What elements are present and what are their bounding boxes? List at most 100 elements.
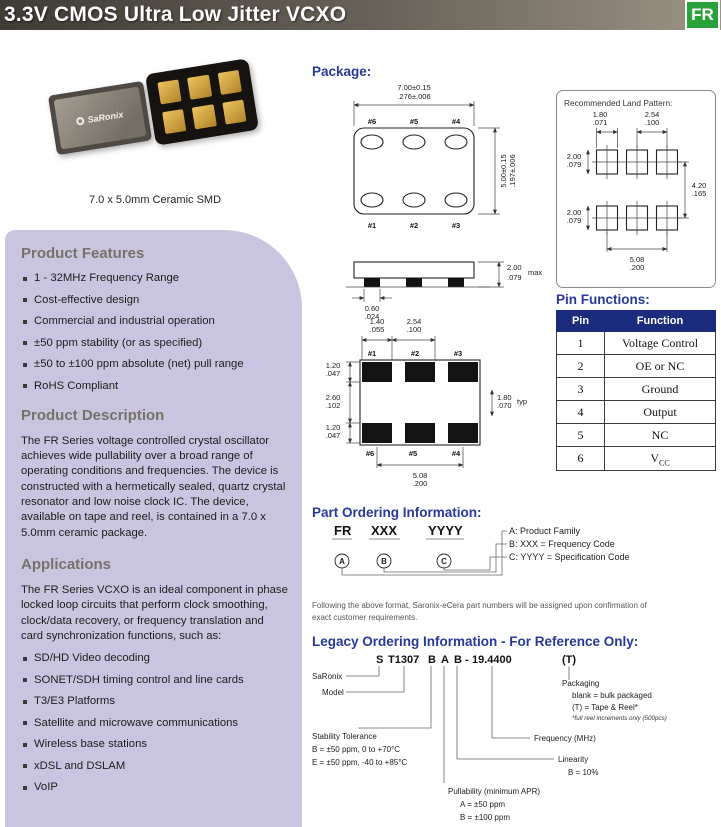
marker-label: A xyxy=(339,557,345,566)
dim-label: .200 xyxy=(413,479,428,488)
legacy-frequency-title: Frequency (MHz) xyxy=(534,734,596,743)
ordering-legend: A: Product Family xyxy=(509,526,581,536)
legacy-linearity-title: Linearity xyxy=(558,755,588,764)
features-list: 1 - 32MHz Frequency Range Cost-effective… xyxy=(21,272,288,392)
part-ordering-heading: Part Ordering Information: xyxy=(312,505,482,520)
features-panel: Product Features 1 - 32MHz Frequency Ran… xyxy=(5,230,302,827)
pin-label: #2 xyxy=(411,349,419,358)
table-row: 5 NC xyxy=(556,423,716,447)
pin-function: Voltage Control xyxy=(604,331,716,355)
package-bottom-view-drawing: 1.40 .055 2.54 .100 #1 #2 #3 1.20 .047 2… xyxy=(326,317,527,488)
dim-label: .047 xyxy=(326,431,341,440)
dim-label: 1.20 xyxy=(326,423,341,432)
dim-label: .079 xyxy=(567,216,582,225)
legacy-pullability-option: A = ±50 ppm xyxy=(460,800,505,809)
dim-label: typ xyxy=(517,397,527,406)
pin-function: Output xyxy=(604,400,716,424)
dim-label: .197±.006 xyxy=(508,154,517,187)
package-top-view-drawing: 7.00±0.15 .276±.006 #6 #5 #4 #1 #2 #3 5.… xyxy=(353,83,517,230)
ordering-note: Following the above format, Saronix-eCer… xyxy=(312,601,647,622)
series-badge: FR xyxy=(685,0,720,30)
land-pattern-box: Recommended Land Pattern: 1.80 .071 2.54… xyxy=(556,90,716,288)
land-pattern-title: Recommended Land Pattern: xyxy=(564,98,673,108)
legacy-packaging-title: Packaging xyxy=(562,679,599,688)
dim-label: .100 xyxy=(407,325,422,334)
description-heading: Product Description xyxy=(21,406,165,424)
product-photo-chip-lid: SaRonix xyxy=(47,80,153,156)
table-row: 6 VCC xyxy=(556,445,716,472)
feature-item: Cost-effective design xyxy=(21,294,288,306)
pin-number: 5 xyxy=(556,423,605,447)
feature-item: ±50 ppm stability (or as specified) xyxy=(21,337,288,349)
dim-label: max xyxy=(528,268,542,277)
dim-label: 0.60 xyxy=(365,304,380,313)
legacy-ordering-diagram: S T1307 B A B - 19.4400 (T) SaRonix Mode… xyxy=(312,654,667,822)
table-row: 2 OE or NC xyxy=(556,354,716,378)
dim-label: 2.00 xyxy=(567,152,582,161)
dim-label: 2.00 xyxy=(507,263,522,272)
legacy-code-part: B xyxy=(454,654,462,666)
gold-pad xyxy=(222,99,247,125)
marker-label: B xyxy=(381,557,387,566)
legacy-stability-option: E = ±50 ppm, -40 to +85°C xyxy=(312,758,407,767)
legacy-code-part: S xyxy=(376,654,383,666)
dim-label: .070 xyxy=(497,401,512,410)
pin-function: Ground xyxy=(604,377,716,401)
pin-label: #6 xyxy=(368,117,376,126)
dim-label: .200 xyxy=(630,263,645,272)
dim-label: 2.00 xyxy=(567,208,582,217)
legacy-code-part: T1307 xyxy=(388,654,419,666)
description-text: The FR Series voltage controlled crystal… xyxy=(21,434,286,539)
chip-logo-icon xyxy=(76,116,86,126)
application-item: xDSL and DSLAM xyxy=(21,760,288,772)
dim-label: 2.60 xyxy=(326,393,341,402)
legacy-code-part: A xyxy=(441,654,449,666)
dim-label: 4.20 xyxy=(692,181,707,190)
gold-pad xyxy=(187,74,212,100)
dim-label: .024 xyxy=(365,312,380,321)
legacy-code-part: B xyxy=(428,654,436,666)
legacy-linearity-option: B = 10% xyxy=(568,768,598,777)
pin-label: #5 xyxy=(410,117,418,126)
dim-label: 1.40 xyxy=(370,317,385,326)
pin-functions-heading: Pin Functions: xyxy=(556,292,650,307)
pin-number: 1 xyxy=(556,331,605,355)
dim-label: 2.54 xyxy=(407,317,422,326)
dim-label: 5.00±0.15 xyxy=(499,154,508,187)
pin-label: #4 xyxy=(452,117,461,126)
table-row: 3 Ground xyxy=(556,377,716,401)
application-item: SONET/SDH timing control and line cards xyxy=(21,674,288,686)
gold-pad xyxy=(192,104,217,130)
dim-label: .079 xyxy=(567,160,582,169)
product-photo-chip-pads xyxy=(145,58,259,146)
legacy-code-suffix: (T) xyxy=(562,654,576,666)
dim-label: 1.80 xyxy=(593,110,608,119)
pin-label: #3 xyxy=(454,349,462,358)
legacy-stability-title: Stability Tolerance xyxy=(312,732,377,741)
ordering-legend: B: XXX = Frequency Code xyxy=(509,539,615,549)
ordering-code-part: XXX xyxy=(371,523,397,538)
dim-label: .276±.006 xyxy=(397,92,430,101)
pin-label: #1 xyxy=(368,221,376,230)
ordering-code-part: YYYY xyxy=(428,523,463,538)
legacy-pullability-option: B = ±100 ppm xyxy=(460,813,510,822)
dim-label: .047 xyxy=(326,369,341,378)
pin-column-header: Pin xyxy=(556,310,605,332)
marker-label: C xyxy=(441,557,447,566)
legacy-code-part: 19.4400 xyxy=(472,654,512,666)
table-row: 1 Voltage Control xyxy=(556,331,716,355)
application-item: SD/HD Video decoding xyxy=(21,652,288,664)
application-item: VoIP xyxy=(21,781,288,793)
legacy-packaging-option: (T) = Tape & Reel* xyxy=(572,703,638,712)
legacy-packaging-note: *full reel increments only (500pcs) xyxy=(572,715,667,722)
application-item: Wireless base stations xyxy=(21,738,288,750)
chip-lid: SaRonix xyxy=(53,86,147,150)
application-item: Satellite and microwave communications xyxy=(21,717,288,729)
pin-number: 3 xyxy=(556,377,605,401)
pin-label: #2 xyxy=(410,221,418,230)
ordering-legend: C: YYYY = Specification Code xyxy=(509,552,630,562)
gold-pad xyxy=(217,69,242,95)
pin-label: #3 xyxy=(452,221,460,230)
dim-label: .165 xyxy=(692,189,707,198)
